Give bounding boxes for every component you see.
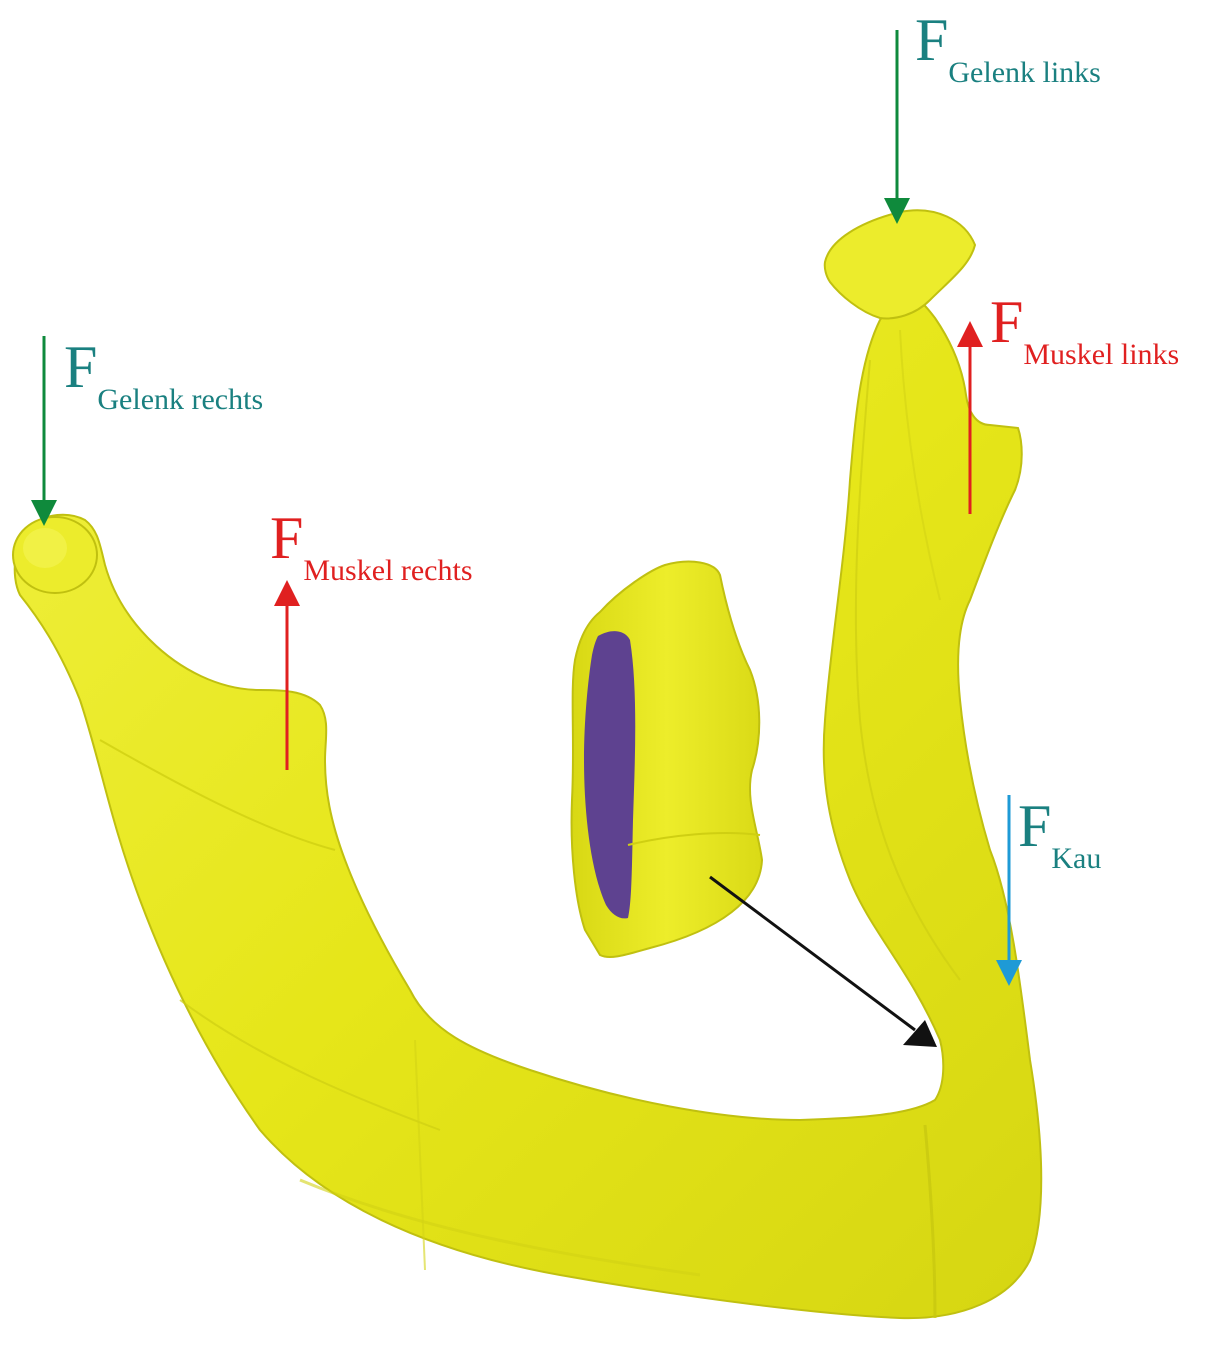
label-muskel-rechts-main: F — [270, 505, 303, 571]
label-kau-main: F — [1018, 793, 1051, 859]
label-kau-sub: Kau — [1051, 842, 1101, 875]
label-gelenk-links-main: F — [915, 7, 948, 73]
label-muskel-rechts-sub: Muskel rechts — [303, 554, 472, 587]
label-muskel-links-main: F — [990, 289, 1023, 355]
mandible-body — [15, 298, 1042, 1318]
label-kau: FKau — [1018, 796, 1101, 856]
label-gelenk-rechts-main: F — [64, 334, 97, 400]
label-muskel-links-sub: Muskel links — [1023, 338, 1179, 371]
label-gelenk-links-sub: Gelenk links — [948, 56, 1100, 89]
force-arrow-gelenk-rechts — [31, 336, 57, 526]
force-arrow-gelenk-links — [884, 30, 910, 224]
label-gelenk-rechts: FGelenk rechts — [64, 337, 263, 397]
label-muskel-links: FMuskel links — [990, 292, 1179, 352]
label-gelenk-links: FGelenk links — [915, 10, 1101, 70]
label-muskel-rechts: FMuskel rechts — [270, 508, 473, 568]
condyle-left — [825, 210, 975, 318]
label-gelenk-rechts-sub: Gelenk rechts — [97, 383, 263, 416]
